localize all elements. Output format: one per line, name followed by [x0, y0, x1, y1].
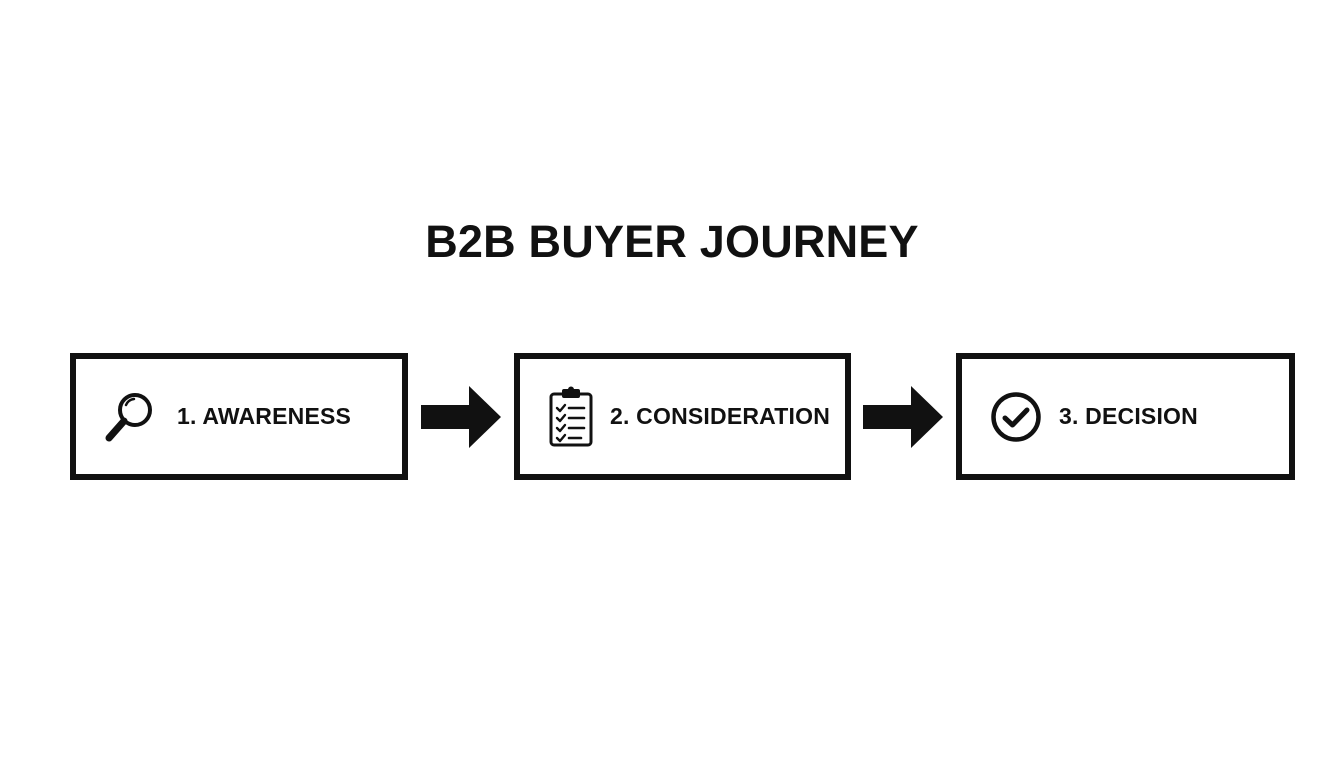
right-arrow-icon — [863, 386, 943, 448]
diagram-title: B2B BUYER JOURNEY — [425, 216, 919, 267]
clipboard-checklist-icon — [549, 386, 593, 446]
stage-label-awareness: 1. AWARENESS — [177, 403, 352, 429]
stage-awareness: 1. AWARENESS — [70, 353, 408, 480]
stage-label-decision: 3. DECISION — [1059, 403, 1198, 429]
stage-decision: 3. DECISION — [956, 353, 1295, 480]
right-arrow-icon — [421, 386, 501, 448]
magnifying-glass-icon — [105, 392, 152, 441]
stage-consideration: 2. CONSIDERATION — [514, 353, 851, 480]
check-circle-icon — [991, 391, 1041, 442]
stage-label-consideration: 2. CONSIDERATION — [610, 403, 831, 429]
